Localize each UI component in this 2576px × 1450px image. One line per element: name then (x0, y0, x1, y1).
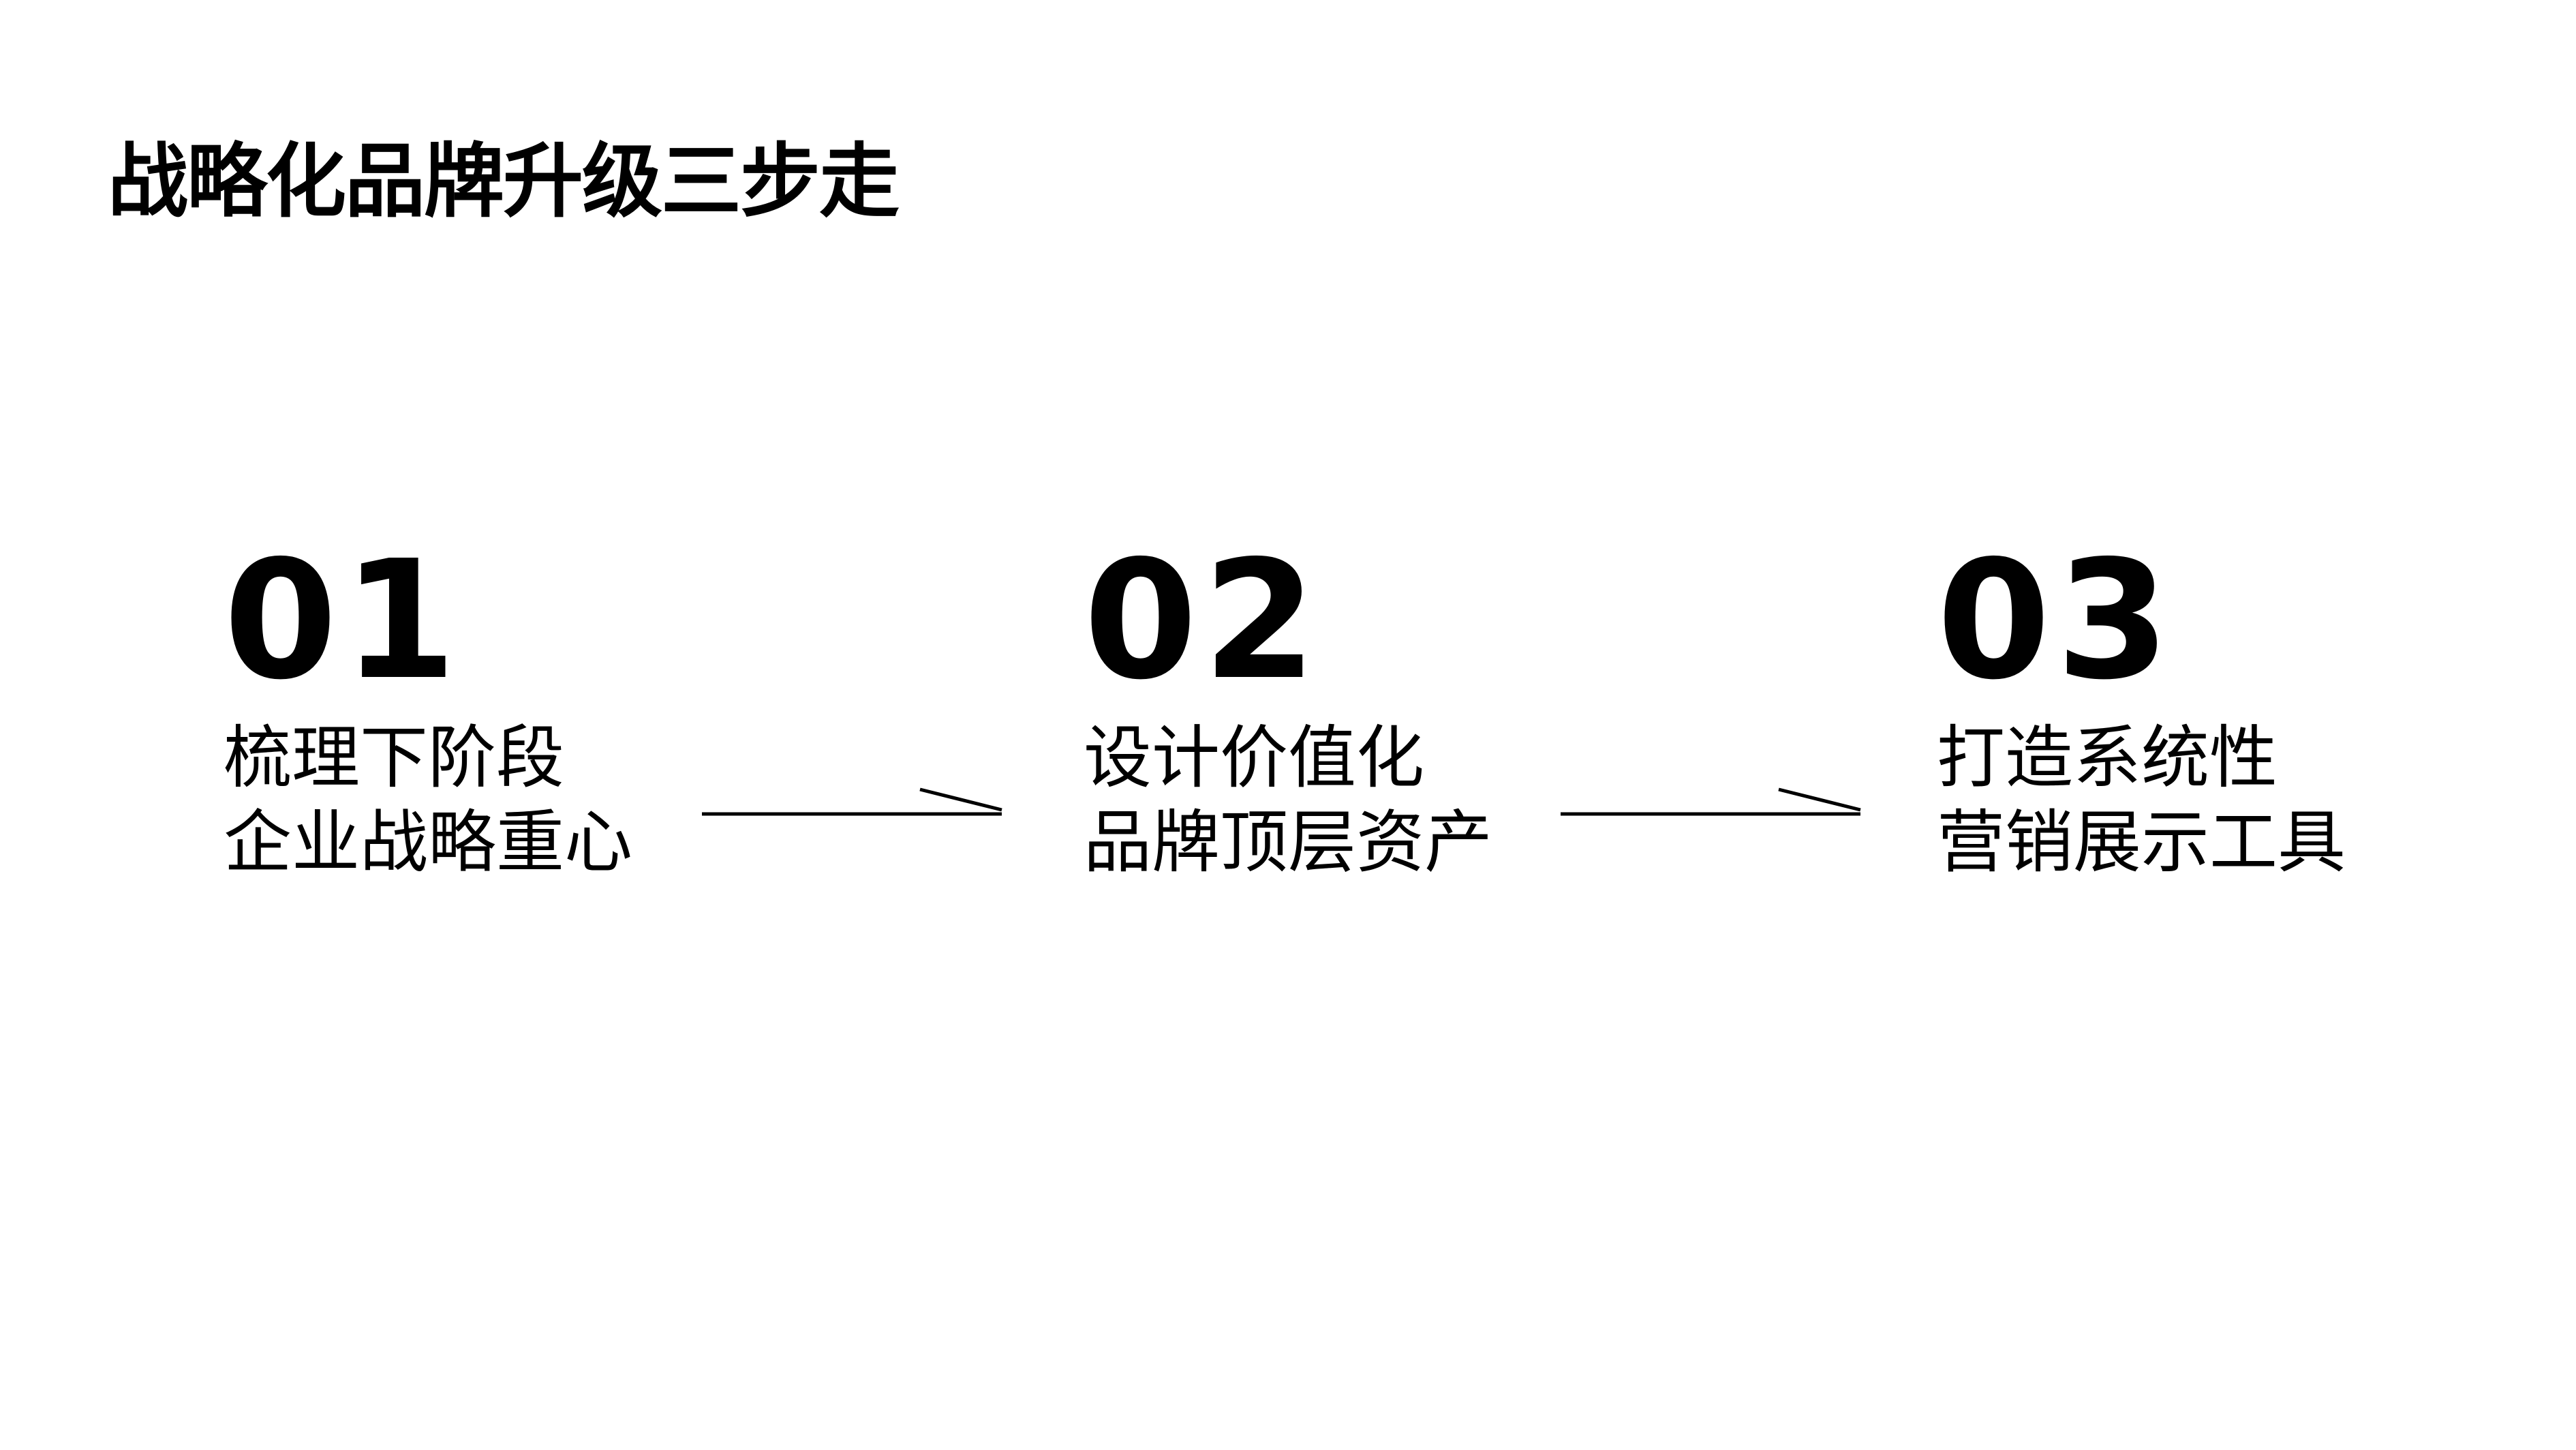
arrow-right-icon (1561, 787, 1861, 816)
step-number: 02 (1084, 525, 1322, 716)
step-description: 打造系统性 营销展示工具 (1937, 716, 2346, 885)
step-description: 设计价值化 品牌顶层资产 (1084, 716, 1492, 885)
step-line-2: 品牌顶层资产 (1084, 802, 1492, 882)
step-line-1: 梳理下阶段 (224, 718, 564, 798)
step-1: 01 梳理下阶段 企业战略重心 (224, 539, 632, 885)
page-title: 战略化品牌升级三步走 (108, 134, 900, 228)
step-number: 01 (224, 525, 462, 716)
step-line-2: 企业战略重心 (224, 802, 632, 882)
step-line-1: 打造系统性 (1937, 718, 2278, 798)
step-number: 03 (1937, 525, 2175, 716)
step-2: 02 设计价值化 品牌顶层资产 (1084, 539, 1492, 885)
step-line-1: 设计价值化 (1084, 718, 1424, 798)
step-line-2: 营销展示工具 (1937, 802, 2346, 882)
step-description: 梳理下阶段 企业战略重心 (224, 716, 632, 885)
arrow-right-icon (702, 787, 1002, 816)
step-3: 03 打造系统性 营销展示工具 (1937, 539, 2346, 885)
